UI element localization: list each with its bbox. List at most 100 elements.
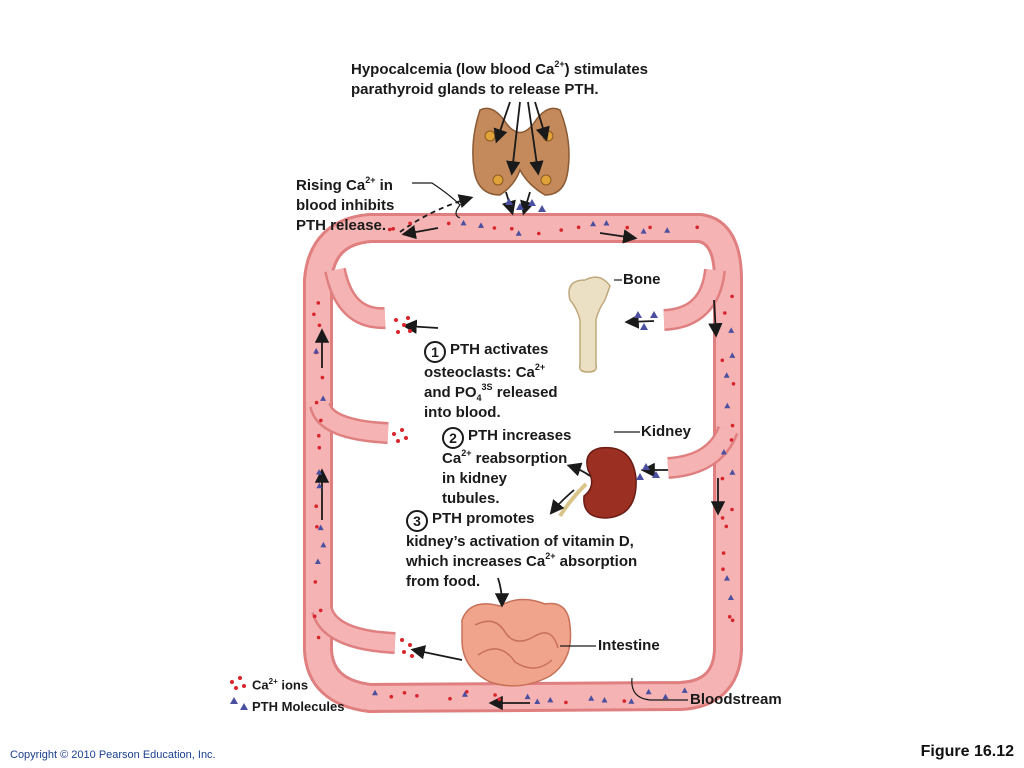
intestine xyxy=(461,598,572,687)
arrow-to-gland-4 xyxy=(534,101,550,142)
ca-ion xyxy=(317,433,321,438)
ca-ion xyxy=(625,225,629,230)
legend-pth-label: PTH Molecules xyxy=(252,699,345,714)
ca-ion xyxy=(720,516,725,520)
ca-ion xyxy=(576,225,581,230)
arrow-pth-release-2 xyxy=(520,191,534,216)
ca-ion xyxy=(730,507,734,512)
legend-ca-label: Ca2+ ions xyxy=(252,677,309,693)
pth-molecule xyxy=(727,594,734,600)
ca-ion xyxy=(731,382,736,386)
pth-molecule xyxy=(372,689,378,696)
ca-ion xyxy=(317,445,322,450)
pth-molecule xyxy=(534,698,541,704)
right-branch-bone xyxy=(663,268,726,331)
left-branch-intestine xyxy=(311,606,396,654)
ca-ion xyxy=(314,400,319,405)
label-negative-feedback: Rising Ca2+ in blood inhibits PTH releas… xyxy=(296,175,395,235)
ca-ion xyxy=(446,221,451,226)
ca-ion xyxy=(448,696,452,701)
arrow-negative-feedback xyxy=(399,194,474,233)
right-branch-kidney xyxy=(666,425,739,479)
ca-ion xyxy=(315,525,319,529)
arrow-from-intestine xyxy=(410,645,463,661)
ca-ion xyxy=(388,227,392,232)
ca-ion xyxy=(312,312,316,317)
ca-ion xyxy=(389,694,394,699)
label-bone: Bone xyxy=(623,271,661,288)
ca-ion xyxy=(318,608,323,613)
pth-molecule xyxy=(720,449,727,455)
pth-molecule xyxy=(320,395,327,401)
pth-molecule xyxy=(729,469,736,475)
ca-ion xyxy=(319,418,323,423)
step-1-number: 1 xyxy=(424,341,446,363)
ca-ion xyxy=(312,614,317,619)
arrow-to-gland-2 xyxy=(506,101,521,176)
ca-ion xyxy=(727,615,732,619)
arrow-to-gland-1 xyxy=(493,101,511,144)
arrow-kidney-vitd xyxy=(549,489,575,515)
pth-molecule xyxy=(628,698,635,704)
calcium-ion-clusters xyxy=(392,316,414,658)
arrow-to-bone xyxy=(624,314,655,329)
pth-molecule xyxy=(547,696,554,703)
pth-molecule xyxy=(681,687,688,693)
pth-molecule xyxy=(723,372,730,378)
ca-ion xyxy=(391,227,396,231)
step-2-number: 2 xyxy=(442,427,464,449)
ca-ion xyxy=(730,423,735,428)
pth-molecule xyxy=(590,220,597,227)
ca-ion xyxy=(721,551,726,555)
ca-ion xyxy=(313,580,318,584)
arrow-top-left xyxy=(401,224,439,240)
pth-molecule xyxy=(524,693,531,700)
arrow-top-right xyxy=(599,229,638,244)
ca-ion xyxy=(493,693,497,697)
bloodstream-ca-ions xyxy=(312,221,736,705)
ca-ion xyxy=(510,226,514,231)
pth-molecule xyxy=(588,695,595,701)
ca-ion xyxy=(724,524,729,529)
ca-ion xyxy=(497,697,502,702)
ca-ion xyxy=(559,228,563,232)
arrow-to-gland-3 xyxy=(527,101,544,176)
ca-ion xyxy=(720,358,725,363)
pth-molecule xyxy=(728,327,735,333)
ca-ion xyxy=(622,699,627,703)
ca-ion xyxy=(492,226,497,230)
ca-ion xyxy=(723,311,727,315)
ca-ion xyxy=(730,618,735,623)
label-kidney: Kidney xyxy=(641,423,692,440)
pth-molecule xyxy=(601,697,608,703)
ca-ion xyxy=(695,225,699,230)
ca-ion xyxy=(537,231,541,236)
pth-molecule xyxy=(478,222,484,228)
pth-molecule xyxy=(729,352,736,358)
ca-ion xyxy=(408,221,412,226)
pth-molecule xyxy=(317,524,324,531)
pth-molecule xyxy=(316,469,322,475)
legend-pth-icon xyxy=(230,697,248,710)
ca-ion xyxy=(465,690,469,694)
parathyroid-glands xyxy=(472,107,570,196)
pth-molecules-gland xyxy=(505,198,660,480)
bloodstream-pth-molecules xyxy=(313,219,736,704)
ca-ion xyxy=(316,635,321,640)
legend-ca-icon xyxy=(230,676,246,690)
left-branch-kidney xyxy=(309,401,389,444)
title-hypocalcemia: Hypocalcemia (low blood Ca2+) stimulates… xyxy=(351,59,648,99)
pth-molecule xyxy=(314,558,321,564)
pth-molecule xyxy=(316,482,323,489)
ca-ion xyxy=(320,375,325,380)
arrow-kidney-reabsorb xyxy=(566,462,591,477)
pth-molecule xyxy=(313,348,320,354)
pth-molecule xyxy=(724,575,730,581)
ca-ion xyxy=(564,700,568,705)
pth-molecule xyxy=(724,402,731,409)
pth-molecule xyxy=(664,227,671,233)
pth-molecule xyxy=(640,228,647,234)
